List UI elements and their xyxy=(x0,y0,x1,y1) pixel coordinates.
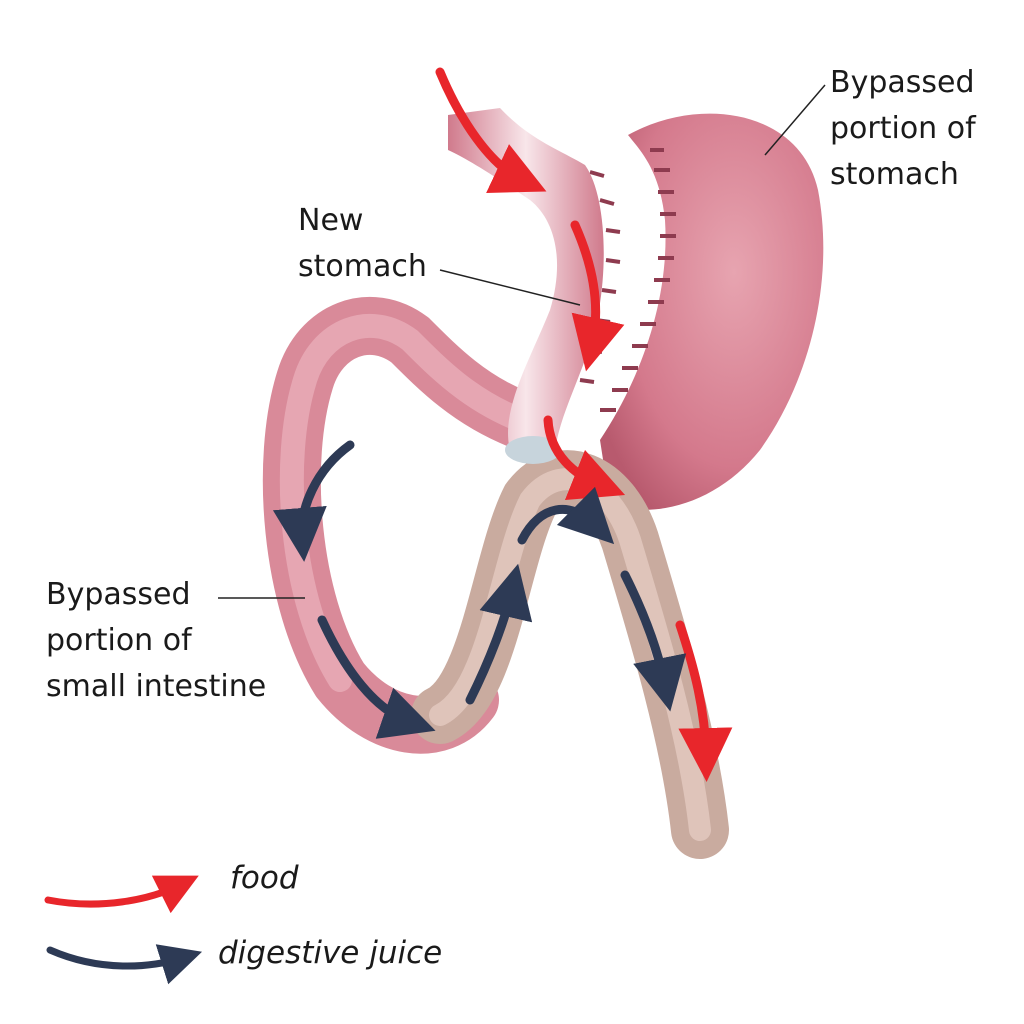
label-line: portion of xyxy=(46,623,192,658)
label-new-stomach: New stomach xyxy=(298,198,427,290)
leader-line-bypassed-stomach xyxy=(764,84,826,156)
digestive-juice-arrows xyxy=(272,440,687,739)
label-line: stomach xyxy=(830,157,959,192)
red-arrow-icon xyxy=(44,875,199,914)
legend-food: food xyxy=(230,860,299,896)
bypassed-stomach xyxy=(600,113,824,510)
label-line: portion of xyxy=(830,111,976,146)
food-arrows xyxy=(435,67,733,782)
navy-arrow-icon xyxy=(46,944,203,985)
label-bypassed-intestine: Bypassed portion of small intestine xyxy=(46,572,266,710)
label-line: stomach xyxy=(298,249,427,284)
anastomosis xyxy=(505,436,561,464)
label-line: small intestine xyxy=(46,669,267,704)
new-stomach xyxy=(448,108,604,450)
label-line: New xyxy=(298,203,364,238)
staple-line xyxy=(579,148,676,412)
leader-line-new-stomach xyxy=(439,269,581,306)
label-line: Bypassed xyxy=(46,577,191,612)
label-line: Bypassed xyxy=(830,65,975,100)
legend-digestive-juice: digestive juice xyxy=(218,935,443,971)
label-bypassed-stomach: Bypassed portion of stomach xyxy=(830,60,976,198)
